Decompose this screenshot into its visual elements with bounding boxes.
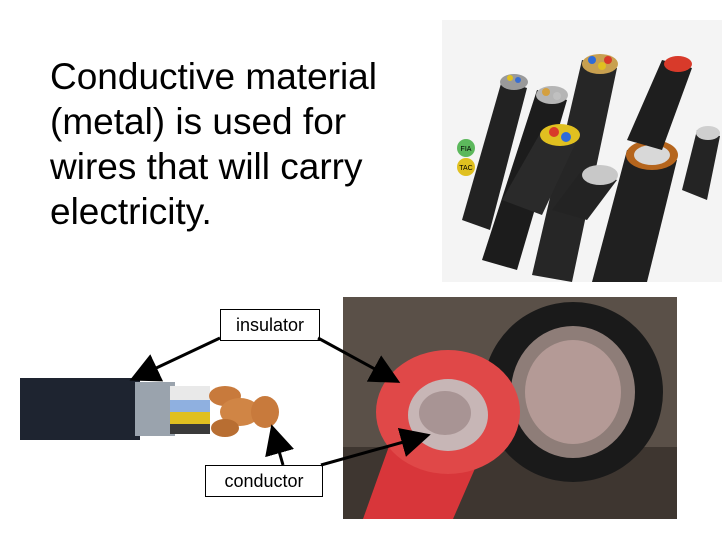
cable-ends-photo: [343, 297, 677, 519]
marking-fia: FIA: [461, 146, 472, 153]
copper-core-3: [211, 419, 239, 437]
cable-6: [627, 56, 720, 200]
conductor-arrow-right: [320, 427, 431, 467]
conductor-arrow-up: [265, 424, 295, 466]
insulator-arrow-left: [129, 336, 221, 382]
cable-jacket: [20, 378, 140, 440]
insulator-arrow-right: [317, 336, 401, 383]
cable-1: [462, 74, 528, 230]
cable-5: [502, 124, 580, 215]
copper-core-2: [220, 398, 260, 426]
cable-markings: FIA TAC: [457, 139, 475, 176]
insulator-label: insulator: [220, 309, 320, 341]
marking-tac: TAC: [459, 165, 472, 172]
cable-7: [552, 165, 618, 220]
stripped-cable-photo: [20, 372, 295, 450]
black-cable: [483, 302, 663, 482]
slide-heading: Conductive material (metal) is used for …: [50, 56, 377, 232]
cable-bundle-photo: FIA TAC: [442, 20, 722, 282]
conductor-label: conductor: [205, 465, 323, 497]
cable-3: [532, 54, 618, 282]
cable-4: [592, 140, 678, 282]
copper-core-4: [251, 396, 279, 428]
cable-armor: [135, 382, 175, 436]
